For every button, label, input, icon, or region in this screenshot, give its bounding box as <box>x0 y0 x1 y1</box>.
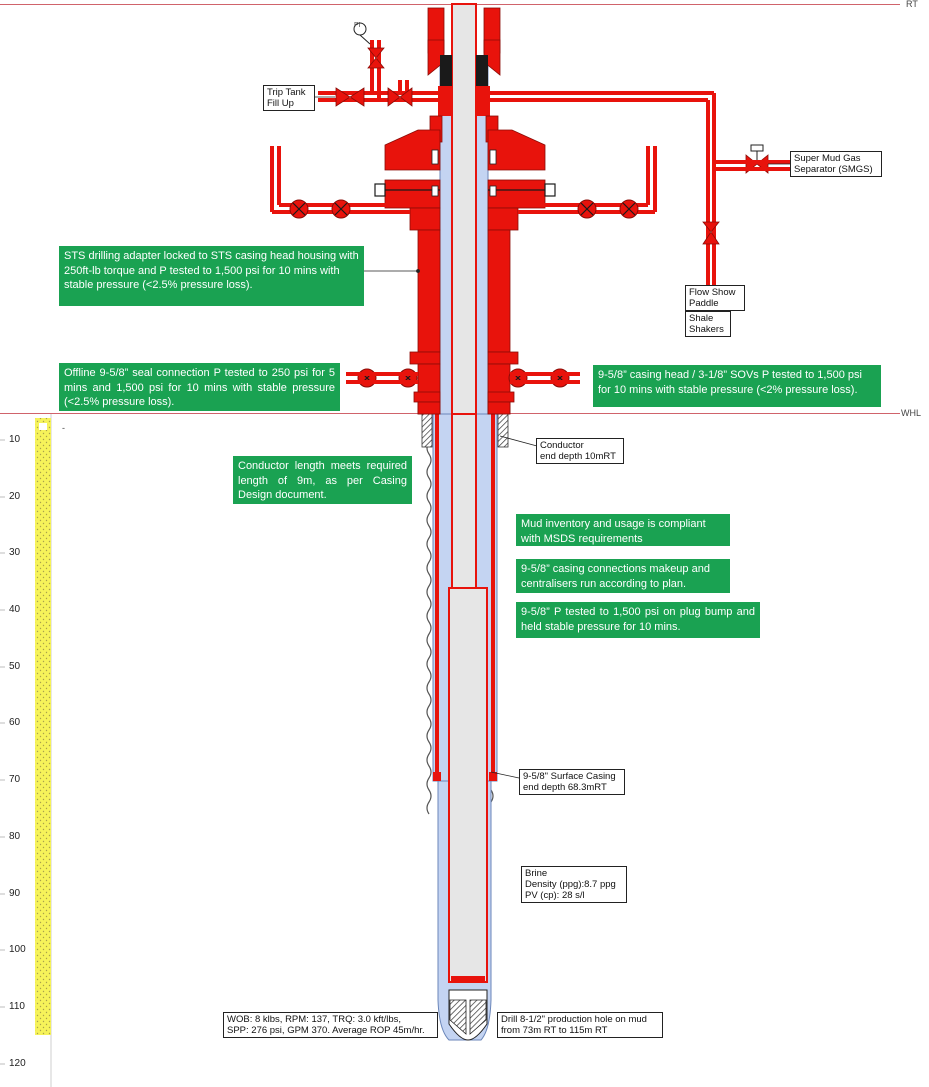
depth-tick-80: 80 <box>9 831 21 842</box>
rt-marker: RT <box>906 0 918 9</box>
bop-stack <box>384 115 546 415</box>
depth-tick-60: 60 <box>9 717 21 728</box>
depth-tick-50: 50 <box>9 661 21 672</box>
stray-dash: - <box>62 423 65 433</box>
smgs-label: Super Mud Gas Separator (SMGS) <box>790 151 882 177</box>
pressure-gauge <box>353 22 371 45</box>
depth-tick-70: 70 <box>9 774 21 785</box>
flow-show-paddle-label: Flow Show Paddle <box>685 285 745 311</box>
whl-marker: WHL <box>901 408 921 418</box>
note-casing-head-sov: 9-5/8” casing head / 3-1/8” SOVs P teste… <box>593 365 881 407</box>
pi-gauge-label: PI <box>354 22 361 29</box>
note-sts-adapter: STS drilling adapter locked to STS casin… <box>59 246 364 306</box>
rubber-element <box>440 55 488 90</box>
flowline <box>490 91 716 290</box>
formation-column <box>35 418 51 1035</box>
surface-casing-label: 9-5/8" Surface Casing end depth 68.3mRT <box>519 769 625 795</box>
depth-tick-90: 90 <box>9 888 21 899</box>
trip-tank-label: Trip Tank Fill Up <box>263 85 315 111</box>
depth-tick-40: 40 <box>9 604 21 615</box>
drill-bit <box>448 989 488 1041</box>
bha-collar <box>448 587 488 983</box>
note-conductor-length: Conductor length meets required length o… <box>233 456 412 504</box>
open-hole-wall-left <box>426 417 432 815</box>
depth-tick-20: 20 <box>9 491 21 502</box>
depth-tick-120: 120 <box>9 1058 26 1069</box>
conductor-depth-label: Conductor end depth 10mRT <box>536 438 624 464</box>
conductor-left <box>421 412 433 448</box>
surface-casing-wall-left <box>435 413 439 779</box>
brine-label: Brine Density (ppg):8.7 ppg PV (cp): 28 … <box>521 866 627 903</box>
depth-tick-10: 10 <box>9 434 21 445</box>
depth-tick-110: 110 <box>9 1001 25 1012</box>
depth-tick-100: 100 <box>9 944 26 955</box>
drilling-parameters-label: WOB: 8 klbs, RPM: 137, TRQ: 3.0 kft/lbs,… <box>223 1012 438 1038</box>
note-casing-connections: 9-5/8” casing connections makeup and cen… <box>516 559 730 593</box>
production-hole-label: Drill 8-1/2" production hole on mud from… <box>497 1012 663 1038</box>
conductor-right <box>497 412 509 448</box>
rotating-head <box>427 7 501 76</box>
depth-tick-30: 30 <box>9 547 21 558</box>
note-offline-seal: Offline 9-5/8” seal connection P tested … <box>59 363 340 411</box>
shale-shakers-label: Shale Shakers <box>685 311 731 337</box>
surface-casing-wall-right <box>491 413 495 779</box>
note-mud-inventory: Mud inventory and usage is compliant wit… <box>516 514 730 546</box>
depth-axis <box>0 414 52 1087</box>
note-plug-bump: 9-5/8” P tested to 1,500 psi on plug bum… <box>516 602 760 638</box>
